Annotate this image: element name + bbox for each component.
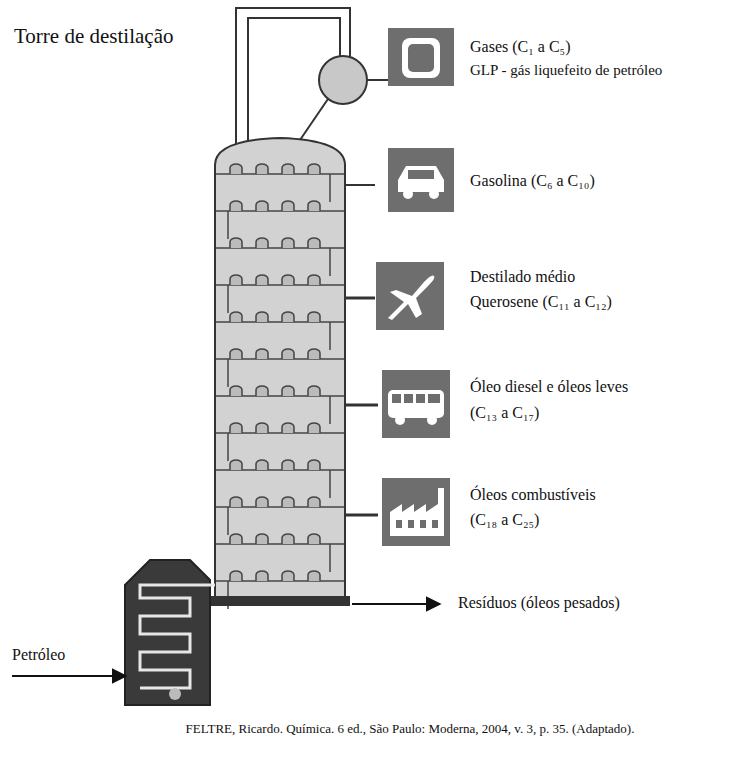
factory-icon (382, 478, 450, 546)
tower-base (210, 596, 350, 606)
separator-globe (319, 56, 367, 104)
fraction-label: Destilado médio (470, 268, 575, 286)
tower-trays (216, 164, 344, 609)
source-caption: FELTRE, Ricardo. Química. 6 ed., São Pau… (186, 722, 635, 737)
diagram-title: Torre de destilação (14, 24, 173, 48)
fraction-label: Petróleo (12, 646, 65, 664)
side-outlets (345, 298, 378, 515)
fraction-label: Resíduos (óleos pesados) (458, 594, 620, 612)
furnace (125, 560, 215, 705)
tower-column (215, 138, 345, 600)
fraction-label: Óleo diesel e óleos leves (470, 378, 628, 396)
fraction-label: Gases (C₁ a C₅) (470, 38, 570, 56)
fraction-label: Querosene (C₁₁ a C₁₂) (470, 293, 612, 311)
fraction-label: (C₁₃ a C₁₇) (470, 404, 539, 422)
feed-arrow (12, 675, 126, 677)
fraction-label: (C₁₈ a C₂₅) (470, 511, 539, 529)
fraction-label: Óleos combustíveis (470, 486, 596, 504)
fraction-label: Gasolina (C₆ a C₁₀) (470, 172, 595, 190)
car-icon (388, 148, 454, 212)
residue-arrow (352, 603, 440, 605)
bus-icon (382, 370, 450, 438)
plane-icon (376, 262, 444, 330)
fraction-label: GLP - gás liquefeito de petróleo (470, 62, 662, 79)
gas-icon (388, 28, 454, 86)
